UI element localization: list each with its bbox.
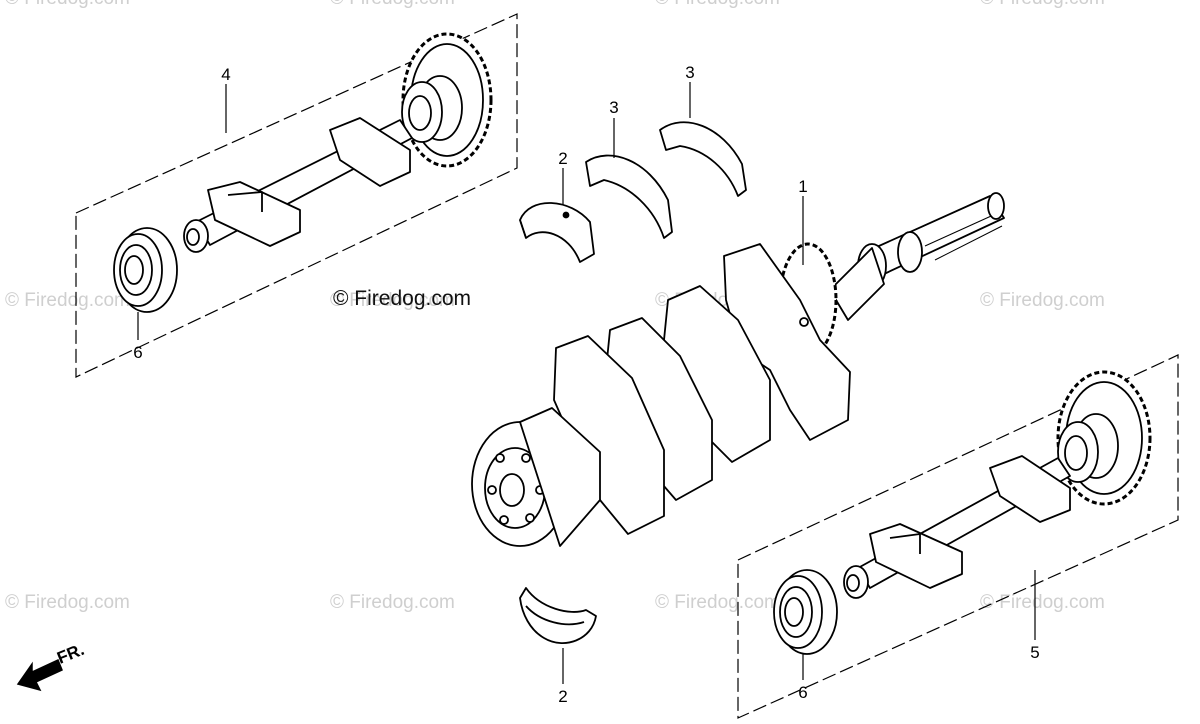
copyright-notice: © Firedog.com: [333, 287, 472, 310]
watermark: © Firedog.com: [330, 0, 455, 10]
watermark: © Firedog.com: [655, 592, 780, 613]
watermark: © Firedog.com: [330, 290, 455, 311]
callout-5: 5: [1030, 643, 1039, 662]
callout-4: 4: [221, 65, 230, 84]
watermark: © Firedog.com: [5, 290, 130, 311]
front-direction-label: FR.: [54, 640, 87, 668]
balancer-shaft-assembly-box-lower: [737, 354, 1179, 719]
watermark: © Firedog.com: [980, 592, 1105, 613]
callout-6-left: 6: [133, 343, 142, 362]
callout-leaders: [137, 82, 1036, 684]
callout-3-right: 3: [685, 63, 694, 82]
thrust-washer-right: [659, 121, 747, 197]
front-direction-arrow-icon: FR.: [16, 640, 87, 692]
balancer-shaft-assembly-box: [75, 13, 518, 378]
watermark: © Firedog.com: [980, 0, 1105, 10]
watermark: © Firedog.com: [5, 0, 130, 10]
main-bearing-lower: [519, 587, 597, 644]
ball-bearing-left: [113, 227, 178, 313]
thrust-washer-left: [585, 154, 673, 239]
watermark: © Firedog.com: [655, 0, 780, 10]
callout-2-top: 2: [558, 149, 567, 168]
watermark: © Firedog.com: [980, 290, 1105, 311]
callout-3-left: 3: [609, 98, 618, 117]
callout-6-right: 6: [798, 683, 807, 702]
watermark: © Firedog.com: [330, 592, 455, 613]
watermark: © Firedog.com: [5, 592, 130, 613]
main-bearing-upper: [519, 202, 595, 263]
crankshaft: [471, 192, 1005, 547]
balancer-shaft-lower: [843, 370, 1152, 599]
balancer-shaft-upper: [183, 32, 493, 253]
ball-bearing-right: [773, 569, 838, 655]
callout-1: 1: [798, 177, 807, 196]
callout-2-bottom: 2: [558, 687, 567, 706]
